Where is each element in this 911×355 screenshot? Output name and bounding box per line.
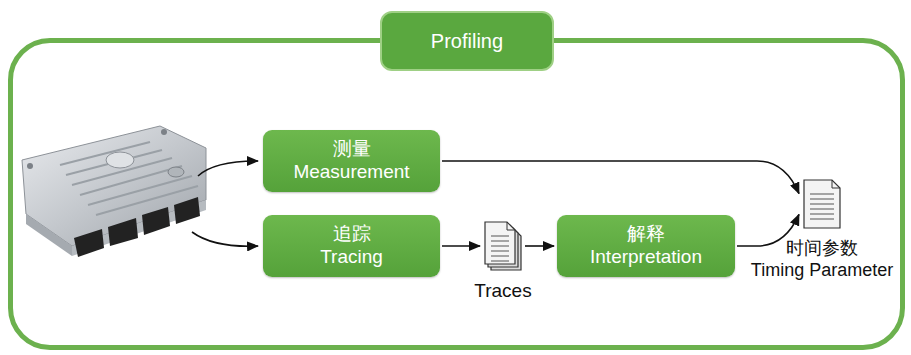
node-label: 测量 <box>333 138 371 161</box>
ecu-arrow <box>198 161 258 176</box>
document-icon <box>802 178 842 230</box>
document-icon <box>483 220 523 272</box>
node-label: 追踪 <box>333 223 371 246</box>
node-label: Measurement <box>293 161 409 184</box>
document-node: Traces <box>472 220 533 303</box>
document-node: 时间参数Timing Parameter <box>749 178 895 281</box>
process-box: 测量Measurement <box>263 130 440 192</box>
flow-arrow <box>442 161 799 194</box>
node-label: Tracing <box>320 246 383 269</box>
node-label: Timing Parameter <box>749 260 895 282</box>
profiling-frame: Profiling测量Measurement追踪TracingTraces解释I… <box>8 38 905 350</box>
process-box: 追踪Tracing <box>263 215 440 277</box>
process-box: 解释Interpretation <box>557 215 735 277</box>
flow-arrow <box>442 245 480 247</box>
node-label: Profiling <box>431 29 503 53</box>
node-label: Traces <box>472 280 533 303</box>
ecu-connectors <box>74 197 200 257</box>
ecu-arrow <box>192 232 258 246</box>
ecu-housing <box>22 126 206 256</box>
node-label: 时间参数 <box>784 238 860 260</box>
node-label: Interpretation <box>590 246 702 269</box>
node-label: 解释 <box>627 223 665 246</box>
flow-arrow <box>525 245 554 247</box>
title-tab: Profiling <box>380 11 554 71</box>
